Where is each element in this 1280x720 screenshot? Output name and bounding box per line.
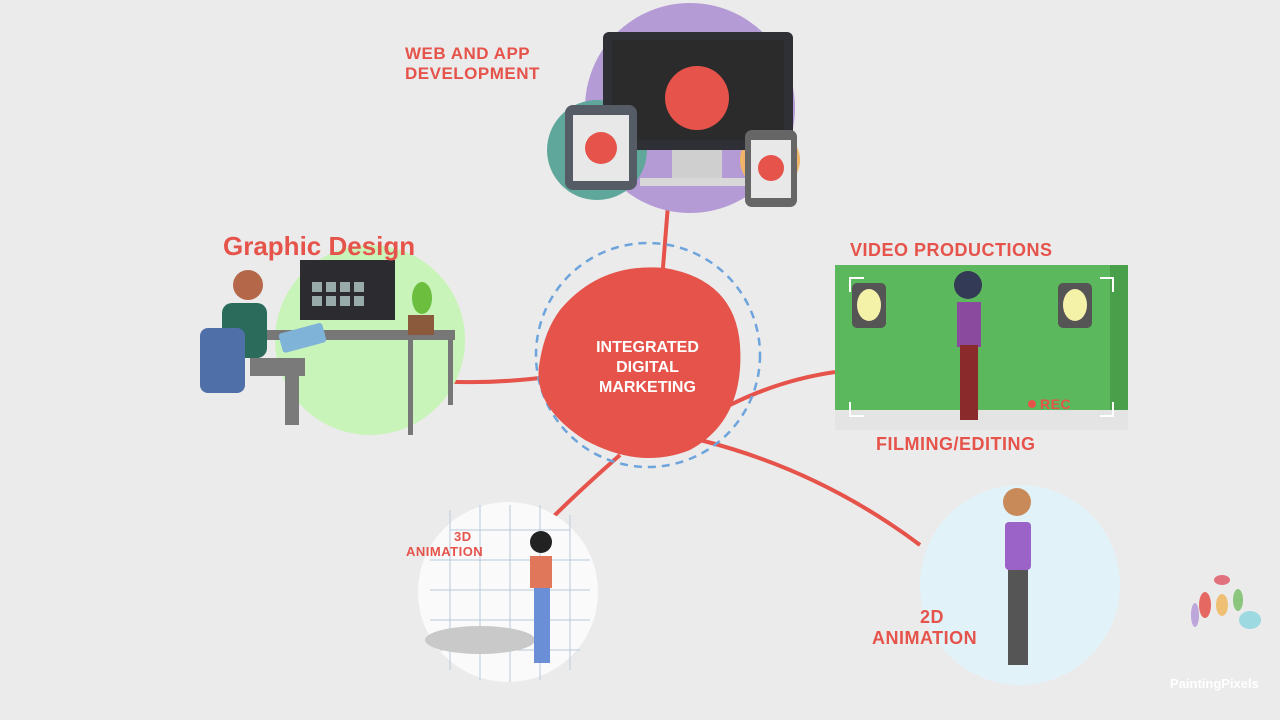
designer-person	[233, 270, 263, 300]
anim3d-circle	[418, 502, 598, 682]
graphic-label: Graphic Design	[223, 231, 416, 261]
anim3d-line2: ANIMATION	[406, 543, 484, 559]
video-label: VIDEO PRODUCTIONS	[850, 240, 1053, 260]
logo-text: PaintingPixels	[1170, 676, 1259, 691]
desk	[255, 330, 455, 340]
anim2d-line1: 2D	[920, 607, 945, 627]
web-label-line2: DEVELOPMENT	[405, 63, 540, 83]
presenter-person	[954, 271, 982, 299]
center-blob	[538, 267, 741, 458]
rec-dot-icon	[1028, 400, 1036, 408]
frame-corners	[849, 277, 1114, 417]
center-line3: MARKETING	[599, 379, 696, 396]
painting-pixels-logo	[1191, 575, 1261, 629]
web-label-line1: WEB AND APP	[405, 44, 531, 63]
plant-icon	[408, 315, 434, 335]
2d-person	[1003, 488, 1031, 516]
shadow-figure	[425, 626, 535, 654]
center-label: INTEGRATED DIGITAL MARKETING	[560, 338, 735, 398]
center-line2: DIGITAL	[616, 359, 679, 376]
butterfly-logo-icon	[665, 66, 729, 130]
rec-label: REC	[1040, 396, 1072, 412]
dashed-orbit	[534, 241, 762, 469]
3d-person	[530, 531, 552, 553]
chair	[200, 328, 245, 393]
anim3d-line1: 3D	[454, 529, 472, 544]
filming-label: FILMING/EDITING	[876, 434, 1036, 454]
center-line1: INTEGRATED	[596, 339, 699, 356]
anim2d-line2: ANIMATION	[872, 627, 978, 648]
grid-lines	[430, 505, 590, 682]
